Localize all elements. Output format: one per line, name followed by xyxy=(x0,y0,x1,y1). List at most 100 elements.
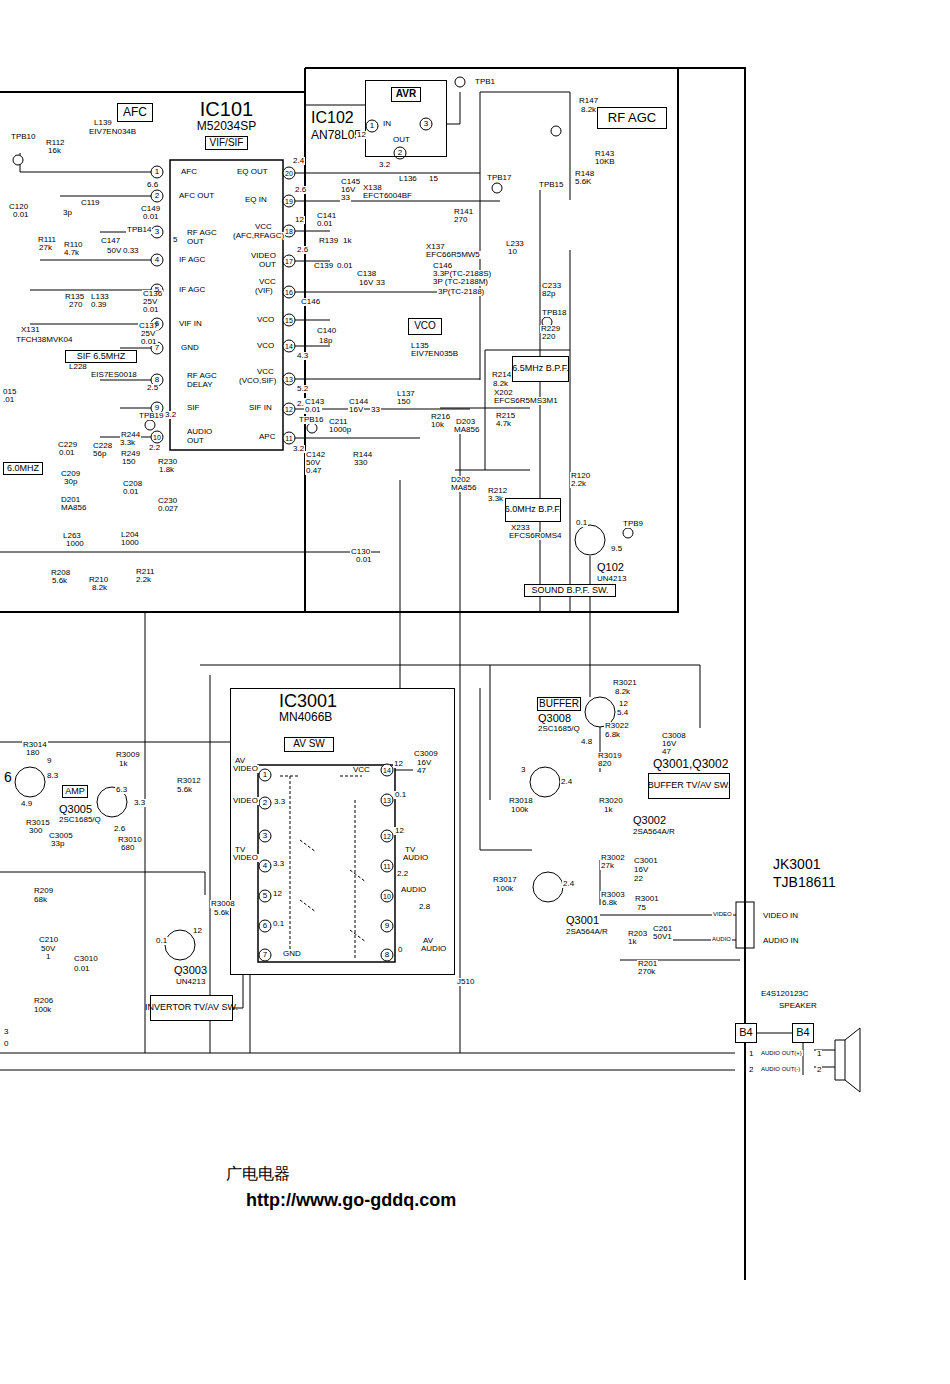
component-label: VCC xyxy=(254,223,273,231)
pin-number: 9 xyxy=(385,922,389,930)
component-label: R244 xyxy=(120,431,141,439)
component-label: 0.01 xyxy=(73,965,91,973)
component-label: 2.2 xyxy=(148,444,161,452)
pin-number: 12 xyxy=(383,833,391,840)
component-label: TJB18611 xyxy=(772,875,837,889)
component-label: 2SA564A/R xyxy=(632,828,676,836)
component-label: 3 xyxy=(3,1028,9,1036)
component-label: 0.027 xyxy=(157,505,179,513)
component-label: 1k xyxy=(118,760,128,768)
pin-number: 1 xyxy=(370,122,374,130)
component-label: TPB19 xyxy=(138,412,164,420)
node-text: BUFFER TV/AV SW. xyxy=(648,781,731,790)
component-label: R215 xyxy=(495,412,516,420)
watermark: 广电电器 xyxy=(225,1166,291,1182)
pin-circle xyxy=(259,920,271,932)
component-label: VIDEO xyxy=(232,854,259,862)
component-label: C3005 xyxy=(48,832,74,840)
component-label: 015 xyxy=(2,388,17,396)
label-box: VCO xyxy=(408,318,442,335)
pin-circle xyxy=(283,403,295,415)
component-label: C230 xyxy=(157,497,178,505)
component-label: C209 xyxy=(60,470,81,478)
pin-number: 11 xyxy=(383,863,390,870)
label-box: AV SW xyxy=(284,737,334,752)
test-point xyxy=(551,126,561,136)
component-label: R3017 xyxy=(492,876,518,884)
component-label: 12 xyxy=(294,216,305,224)
pin-number: 1 xyxy=(155,168,159,176)
component-label: AFC OUT xyxy=(178,192,215,200)
node-text: AMP xyxy=(65,787,85,796)
component-label: R141 xyxy=(453,208,474,216)
component-label: 22 xyxy=(633,875,644,883)
node-text: IC3001 xyxy=(279,692,337,711)
component-label: R3022 xyxy=(604,722,630,730)
component-label: 3.3 xyxy=(133,799,146,807)
component-label: 47 xyxy=(661,748,672,756)
component-label: C3008 xyxy=(661,732,687,740)
pin-circle xyxy=(259,797,271,809)
component-label: 4.8 xyxy=(580,738,593,746)
component-label: AUDIO xyxy=(420,945,447,953)
component-label: 1k xyxy=(603,806,613,814)
component-label: C120 xyxy=(8,203,29,211)
component-label: 5.6k xyxy=(213,909,230,917)
pin-number: 8 xyxy=(385,951,389,959)
component-label: UN4213 xyxy=(596,575,627,583)
pin-number: 3 xyxy=(424,120,428,128)
component-label: 0.33 xyxy=(122,247,140,255)
pin-number: 3 xyxy=(155,228,159,236)
node-text: INVERTOR TV/AV SW. xyxy=(145,1003,238,1012)
component-label: 0.1 xyxy=(394,791,407,799)
switch-dashes xyxy=(280,776,366,958)
component-label: TPB9 xyxy=(622,520,644,528)
component-label: R3015 xyxy=(25,819,51,827)
pin-circle xyxy=(381,949,393,961)
component-label: EFCS6R0MS4 xyxy=(508,532,562,540)
node-text: AVR xyxy=(391,87,421,102)
component-label: 3.3k xyxy=(487,495,504,503)
component-label: 3.3P(TC-2188S) xyxy=(432,270,492,278)
component-label: 12 xyxy=(618,700,629,708)
speaker-symbol xyxy=(835,1028,860,1092)
component-label: 100k xyxy=(495,885,514,893)
component-label: AN78L05 xyxy=(310,129,362,141)
transistor-symbol xyxy=(165,930,195,960)
component-label: X131 xyxy=(20,326,41,334)
node-text: RF AGC xyxy=(608,111,656,125)
component-label: 82p xyxy=(541,290,556,298)
component-label: OUT xyxy=(186,437,205,445)
component-label: 0 xyxy=(397,946,403,954)
pin-circle xyxy=(259,949,271,961)
component-label: Q3002 xyxy=(632,815,667,826)
component-label: Q3005 xyxy=(58,804,93,815)
component-label: (VIF) xyxy=(254,287,274,295)
label-box: INVERTOR TV/AV SW. xyxy=(150,995,233,1021)
component-label: Q3003 xyxy=(173,965,208,976)
component-label: 0.01 xyxy=(12,211,30,219)
component-label: VIDEO xyxy=(250,252,277,260)
component-label: L204 xyxy=(120,531,140,539)
component-label: L137 xyxy=(396,390,416,398)
component-label: EFCS6R5MS3M1 xyxy=(493,397,559,405)
component-label: 820 xyxy=(597,760,612,768)
pin-number: 14 xyxy=(383,767,391,774)
component-label: L136 xyxy=(398,175,418,183)
component-label: AUDIO xyxy=(402,854,429,862)
component-label: R3009 xyxy=(115,751,141,759)
component-label: AUDIO OUT(+) xyxy=(760,1050,803,1056)
component-label: C146 xyxy=(300,298,321,306)
component-label: 150 xyxy=(121,458,136,466)
component-label: C3009 xyxy=(413,750,439,758)
component-label: 18p xyxy=(318,337,333,345)
component-label: 3.3 xyxy=(273,798,286,806)
component-label: R3008 xyxy=(210,900,236,908)
component-label: 3.2 xyxy=(164,411,177,419)
component-label: 47 xyxy=(416,767,427,775)
component-label: L233 xyxy=(505,240,525,248)
component-label: VCO xyxy=(256,316,275,324)
component-label: AUDIO xyxy=(400,886,427,894)
component-label: 270 xyxy=(68,301,83,309)
component-label: 16V xyxy=(633,866,649,874)
